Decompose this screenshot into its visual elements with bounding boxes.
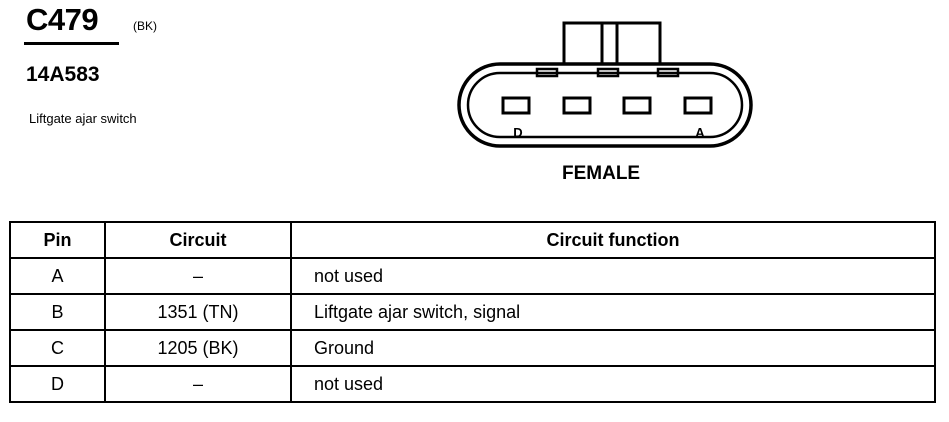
cell-function: not used [290,257,936,295]
pin-cavity-c [562,96,592,115]
key-slots [535,67,680,78]
pin-label-left: D [513,125,522,140]
header-pin: Pin [9,221,106,259]
connector-id-underline [24,42,119,45]
table-row: A – not used [9,257,936,295]
cell-function: Ground [290,329,936,367]
pin-table: Pin Circuit Circuit function A – not use… [9,221,936,403]
cell-circuit: – [104,257,292,295]
table-header-row: Pin Circuit Circuit function [9,221,936,259]
cell-pin: B [9,293,106,331]
connector-gender: FEMALE [562,163,641,184]
header-function: Circuit function [290,221,936,259]
locking-tab [562,21,662,69]
cell-pin: C [9,329,106,367]
cell-circuit: 1351 (TN) [104,293,292,331]
cell-pin: A [9,257,106,295]
pin-label-right: A [695,125,705,140]
connector-body-inner [466,71,744,139]
table-row: D – not used [9,365,936,403]
connector-body [457,62,753,148]
connector-id: C479 [26,2,99,37]
header-circuit: Circuit [104,221,292,259]
pin-cavity-a [683,96,713,115]
cell-circuit: 1205 (BK) [104,329,292,367]
cell-function: not used [290,365,936,403]
pin-cavity-b [622,96,652,115]
table-row: C 1205 (BK) Ground [9,329,936,367]
pin-cavity-d [501,96,531,115]
connector-face-diagram: D A [457,21,753,148]
connector-color: (BK) [133,19,157,33]
cell-pin: D [9,365,106,403]
cell-circuit: – [104,365,292,403]
part-number: 14A583 [26,63,100,86]
pin-cavities [501,96,713,115]
table-row: B 1351 (TN) Liftgate ajar switch, signal [9,293,936,331]
connector-description: Liftgate ajar switch [29,111,137,126]
cell-function: Liftgate ajar switch, signal [290,293,936,331]
